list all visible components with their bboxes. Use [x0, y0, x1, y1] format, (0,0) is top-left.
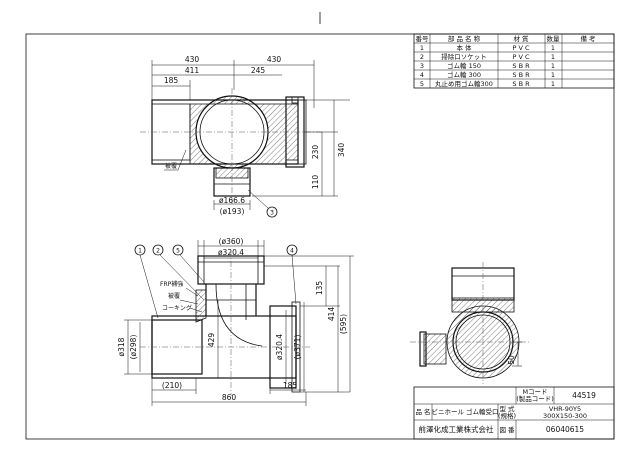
- table-cell: S B R: [512, 62, 530, 70]
- table-cell: 3: [420, 62, 424, 70]
- table-cell: ゴム輪 300: [447, 70, 481, 79]
- table-cell: 1: [551, 62, 555, 70]
- dim-top-left-inner: 411: [185, 66, 200, 75]
- dim-front-429: 429: [207, 333, 216, 348]
- table-cell: P V C: [512, 53, 529, 61]
- model-sub: (規格): [498, 411, 516, 420]
- callout-2: 2: [156, 248, 160, 255]
- table-cell: 1: [551, 71, 555, 79]
- side-view: 50: [410, 262, 530, 384]
- table-cell: 丸止め用ゴム輪300: [435, 79, 493, 88]
- dim-top-outer: (ø360): [219, 237, 244, 246]
- table-cell: ゴム輪 150: [447, 61, 481, 70]
- title-block: Mコード (製品コード) 44519 品 名 ビニホール ゴム輪受口 型 式 (…: [413, 386, 615, 440]
- table-cell: S B R: [512, 80, 530, 88]
- callout-circle: [266, 206, 278, 218]
- table-header-no: 番号: [416, 35, 430, 43]
- model-value-1: VHR-90Y5: [549, 405, 581, 413]
- dim-top-left-total: 430: [185, 55, 200, 64]
- dim-top-right-inner: 245: [251, 66, 266, 75]
- dim-top-height-lower: 110: [311, 175, 320, 190]
- m-code-value: 44519: [572, 391, 596, 400]
- callout-1: 1: [138, 248, 142, 255]
- table-header-note: 備 考: [580, 34, 596, 43]
- callout-5: 5: [176, 248, 180, 255]
- dim-front-left-outer: ø318: [117, 337, 126, 356]
- dim-branch-outer: (ø193): [220, 207, 245, 216]
- drawing-value: 06040615: [546, 425, 584, 434]
- name-value: ビニホール ゴム輪受口: [431, 407, 498, 416]
- dim-side-50: 50: [507, 355, 516, 365]
- table-header-material: 材 質: [513, 34, 529, 43]
- callout-3: 3: [270, 210, 274, 217]
- table-cell: 4: [420, 71, 424, 79]
- dim-front-right-outer: (ø371): [293, 335, 302, 360]
- dim-front-right-len: 185: [283, 381, 298, 390]
- label-frp: FRP補強: [160, 280, 183, 288]
- table-cell: 掃除口ソケット: [441, 52, 487, 61]
- label-cover-top: 被覆: [165, 162, 177, 170]
- drawing-label: 図 番: [499, 426, 515, 434]
- m-code-sub: (製品コード): [516, 394, 554, 403]
- label-coating: コーキング: [162, 304, 192, 312]
- table-cell: 1: [551, 80, 555, 88]
- table-cell: 5: [420, 80, 424, 88]
- parts-table: 番号 部 品 名 称 材 質 数量 備 考 1 本 体 P V C 1 2 掃除…: [413, 33, 615, 89]
- dim-front-total-len: 860: [222, 393, 237, 402]
- table-header-qty: 数量: [547, 34, 561, 43]
- table-cell: P V C: [512, 44, 529, 52]
- dim-top-left-socket: 185: [164, 76, 179, 85]
- company-name: 前澤化成工業株式会社: [419, 424, 494, 434]
- dim-front-595: (595): [339, 314, 348, 334]
- callout-circle: [152, 244, 164, 256]
- table-cell: 1: [551, 53, 555, 61]
- model-value-2: 300X150-300: [543, 412, 587, 420]
- dim-branch-dia: ø166.6: [219, 196, 245, 205]
- dim-front-414: 414: [327, 307, 336, 322]
- table-cell: 1: [551, 44, 555, 52]
- callout-circle: [172, 244, 184, 256]
- dim-front-right-inner: ø320.4: [275, 334, 284, 360]
- table-header-name: 部 品 名 称: [448, 34, 481, 43]
- m-code-label: Mコード: [522, 388, 547, 396]
- model-label: 型 式: [499, 404, 515, 413]
- dim-top-height-upper: 230: [311, 145, 320, 160]
- label-cover-front: 被覆: [168, 292, 180, 300]
- table-cell: 1: [420, 44, 424, 52]
- dim-top-height-total: 340: [337, 143, 346, 158]
- top-view: 430 430 411 245 185 230 340 11: [140, 55, 350, 218]
- table-cell: 本 体: [456, 43, 472, 52]
- drawing-frame: [25, 33, 615, 440]
- table-cell: S B R: [512, 71, 530, 79]
- dim-top-right-total: 430: [267, 55, 282, 64]
- dim-front-135: 135: [315, 281, 324, 296]
- dim-front-left-inner: (ø298): [129, 335, 138, 360]
- callout-4: 4: [290, 248, 294, 255]
- name-label: 品 名: [415, 407, 430, 416]
- front-view: (ø360) ø320.4 135 414 (595) 429: [117, 237, 354, 406]
- dim-front-left-len: (210): [162, 381, 182, 390]
- table-cell: 2: [420, 53, 424, 61]
